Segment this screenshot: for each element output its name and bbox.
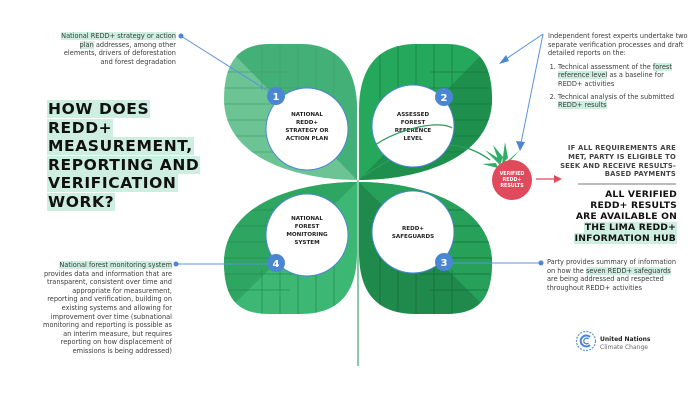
leaf-label-line: SYSTEM xyxy=(294,240,320,246)
leader-dot-3 xyxy=(538,260,544,266)
leaf-label-line: STRATEGY OR xyxy=(285,128,329,134)
arrows-note-2 xyxy=(499,33,544,151)
title-line: MEASUREMENT, xyxy=(47,137,194,156)
note-3: Party provides summary of information on… xyxy=(547,258,677,292)
leaf-label-line: SAFEGUARDS xyxy=(392,234,434,240)
verified-label-line: VERIFIED xyxy=(500,171,525,177)
leader-dot-1 xyxy=(178,33,184,39)
leaf-label-line: MONITORING xyxy=(286,232,328,238)
svg-text:2: 2 xyxy=(441,93,448,104)
logo-subname: Climate Change xyxy=(600,344,648,351)
badge-4: 4 xyxy=(267,254,285,272)
note-2: Independent forest experts undertake two… xyxy=(548,32,688,114)
note-1-text: addresses, among other elements, drivers… xyxy=(63,40,176,66)
leaf-label-line: REFERENCE xyxy=(395,128,432,134)
divider xyxy=(578,183,676,185)
note-1: National REDD+ strategy or action plan a… xyxy=(60,32,176,66)
page-title: HOW DOES REDD+ MEASUREMENT, REPORTING AN… xyxy=(47,100,207,212)
note-4-text: provides data and information that are t… xyxy=(43,269,172,355)
note-4: National forest monitoring system provid… xyxy=(40,261,172,356)
title-line: WORK? xyxy=(47,192,116,211)
leaf-label-line: ACTION PLAN xyxy=(286,136,329,142)
leaf-label-line: REDD+ xyxy=(296,120,318,126)
leaf-label-line: NATIONAL xyxy=(291,216,323,222)
verified-label-line: RESULTS xyxy=(500,183,524,189)
information-hub-statement: ALL VERIFIED REDD+ RESULTS ARE AVAILABLE… xyxy=(540,189,677,244)
verified-results-berry xyxy=(492,160,532,200)
title-line: REPORTING AND xyxy=(47,155,201,174)
title-line: HOW DOES xyxy=(47,100,151,118)
leaf-label-line: LEVEL xyxy=(403,136,423,142)
leaf-label-line: FOREST xyxy=(295,224,320,230)
logo-name: United Nations xyxy=(600,336,651,343)
unfccc-logo-icon xyxy=(575,330,597,352)
circle-1: NATIONAL REDD+ STRATEGY OR ACTION PLAN xyxy=(265,87,349,171)
svg-text:4: 4 xyxy=(273,259,280,270)
eligibility-condition: IF ALL REQUIREMENTS ARE MET, PARTY IS EL… xyxy=(560,144,676,179)
note-2-item: Technical analysis of the submitted REDD… xyxy=(558,93,688,110)
note-2-intro: Independent forest experts undertake two… xyxy=(548,32,688,58)
note-3-highlight: seven REDD+ safeguards xyxy=(585,266,671,275)
leaf-label-line: ASSESSED xyxy=(397,112,430,118)
svg-text:3: 3 xyxy=(441,258,448,269)
logo-text: United Nations Climate Change xyxy=(600,336,650,352)
hub-line: ALL VERIFIED xyxy=(605,189,677,200)
svg-text:1: 1 xyxy=(273,92,280,103)
title-line: VERIFICATION xyxy=(47,174,178,193)
badge-2: 2 xyxy=(435,88,453,106)
note-4-highlight: National forest monitoring system xyxy=(59,261,172,269)
circle-3: REDD+ SAFEGUARDS xyxy=(371,190,455,274)
hub-line: REDD+ RESULTS xyxy=(590,200,677,211)
hub-line-highlight: THE LIMA REDD+ xyxy=(583,222,677,233)
circle-2: ASSESSED FOREST REFERENCE LEVEL xyxy=(371,84,455,168)
leader-line-1 xyxy=(180,35,277,97)
verified-label-line: REDD+ xyxy=(503,177,522,183)
red-arrow-head-icon xyxy=(554,175,562,183)
leaf-label-line: NATIONAL xyxy=(291,112,323,118)
note-2-item: Technical assessment of the forest refer… xyxy=(558,62,688,89)
badge-1: 1 xyxy=(267,87,285,105)
hub-line-highlight: INFORMATION HUB xyxy=(573,233,677,244)
circle-4: NATIONAL FOREST MONITORING SYSTEM xyxy=(265,193,349,277)
berry-leaves-icon xyxy=(482,142,520,168)
hub-line: ARE AVAILABLE ON xyxy=(575,211,677,222)
leader-dot-4 xyxy=(173,261,179,267)
leaf-label-line: REDD+ xyxy=(402,226,424,232)
leaf-label-line: FOREST xyxy=(401,120,426,126)
title-line: REDD+ xyxy=(47,118,114,137)
badge-3: 3 xyxy=(435,253,453,271)
